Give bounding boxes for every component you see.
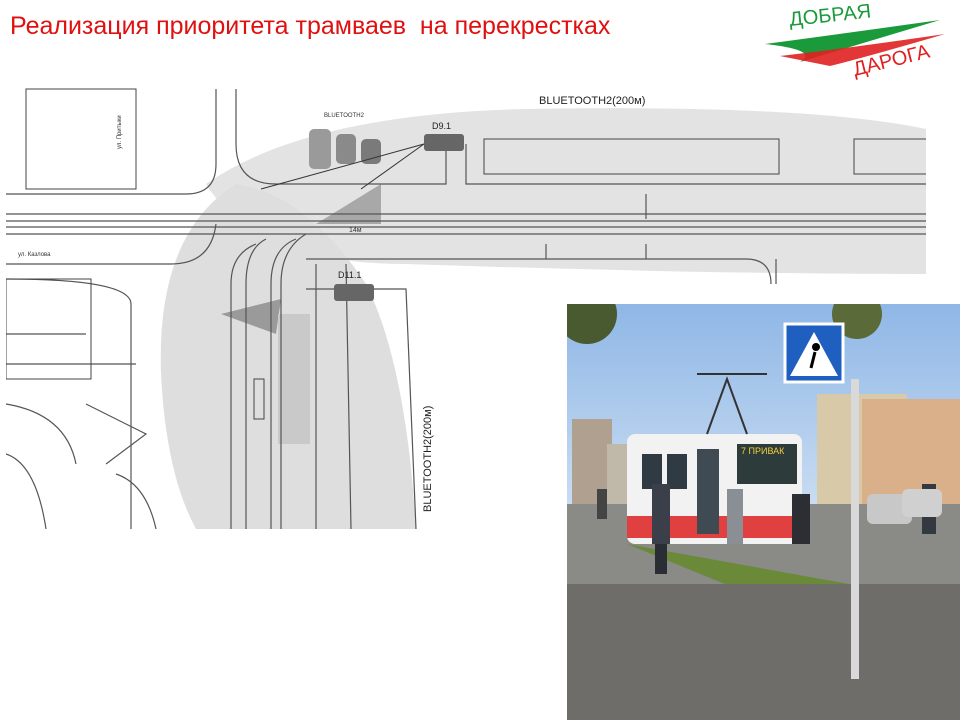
tram-track-shade [278,314,310,444]
logo-red-swoosh [780,34,945,66]
coverage-area-top [206,108,926,275]
bluetooth-range-label-top: BLUETOOTH2(200м) [539,95,645,107]
detector-d9-1-label: D9.1 [432,121,451,131]
street-label-1: ул. Притыки [117,115,123,149]
logo-green-swoosh [765,20,940,62]
tram: 7 ПРИВАК [627,434,802,544]
slide-title: Реализация приоритета трамваев на перекр… [10,12,611,40]
detector-d11-1-box [334,284,374,301]
logo: ДОБРАЯ ДАРОГА [765,4,945,81]
detector-beam-side [221,299,281,334]
logo-text-line1: ДОБРАЯ [788,4,872,31]
detector-d9-1-box [424,134,464,151]
distance-label: 14м [349,227,362,234]
bluetooth-range-label-side: BLUETOOTH2(200м) [422,406,434,512]
street-label-2: ул. Казлова [18,252,51,258]
tram-stop-photo: 7 ПРИВАК [567,304,960,720]
detector-d11-1-label: D11.1 [338,270,361,280]
traffic-light-group [309,129,381,169]
sign-pole [851,379,859,679]
tram-route-display: 7 ПРИВАК [741,446,785,456]
bluetooth-small-label: BLUETOOTH2 [324,113,365,119]
intersection-scheme: BLUETOOTH2 D9.1 D11.1 BLUETOOTH2(200м) B… [6,88,926,529]
